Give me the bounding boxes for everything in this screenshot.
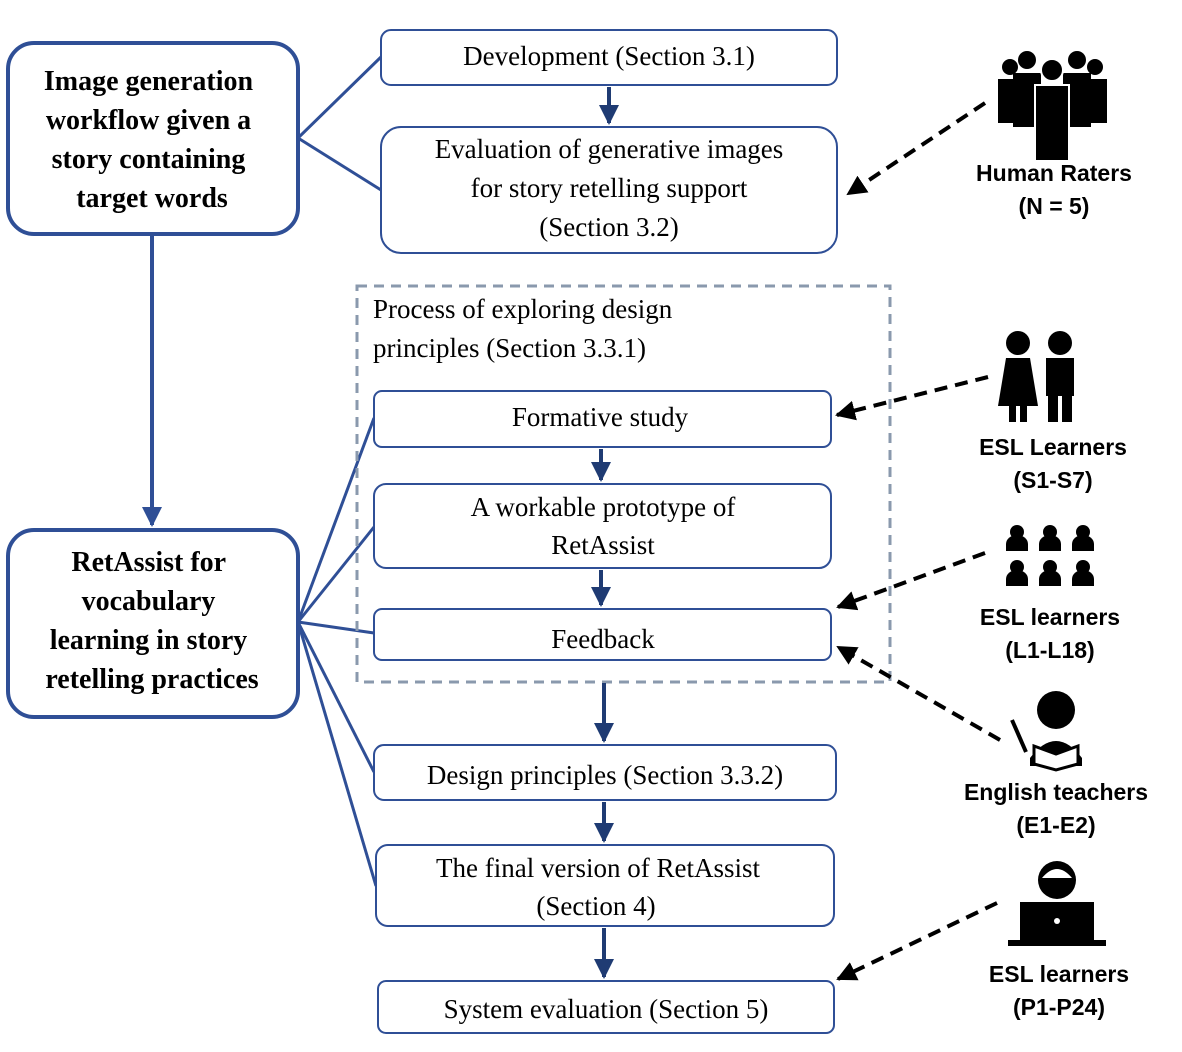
label-english-teachers: English teachers (E1-E2) [964,779,1148,838]
svg-text:for story retelling support: for story retelling support [471,173,748,203]
svg-text:The final version of RetAssist: The final version of RetAssist [436,853,760,883]
step-feedback: Feedback [373,608,832,661]
svg-text:(Section 3.2): (Section 3.2) [539,212,678,242]
step-prototype: A workable prototype of RetAssist [373,483,832,569]
svg-text:(N = 5): (N = 5) [1019,193,1090,219]
step-final-version: The final version of RetAssist (Section … [375,844,835,927]
participant-arrows [835,101,1001,981]
connector-lines [296,55,383,887]
image-workflow-box: Image generation workflow given a story … [6,41,300,236]
process-group-frame [355,284,892,684]
svg-text:ESL learners: ESL learners [989,961,1129,987]
svg-text:Evaluation of generative image: Evaluation of generative images [435,134,784,164]
retassist-box: RetAssist for vocabulary learning in sto… [6,528,300,719]
students-pair-icon [998,331,1074,422]
svg-text:(P1-P24): (P1-P24) [1013,994,1105,1020]
svg-text:A workable prototype of: A workable prototype of [471,492,736,522]
svg-text:Formative study: Formative study [512,402,689,432]
step-design-principles: Design principles (Section 3.3.2) [373,744,837,801]
label-esl-learners-s: ESL Learners (S1-S7) [979,434,1127,493]
svg-text:English teachers: English teachers [964,779,1148,805]
process-group-label: Process of exploring design principles (… [373,294,673,363]
svg-text:Image generation workflo: Image generation workflow given a story … [44,66,260,214]
label-esl-learners-l: ESL learners (L1-L18) [980,604,1120,663]
step-development: Development (Section 3.1) [380,29,838,86]
svg-text:(Section 4): (Section 4) [536,891,655,921]
svg-text:System evaluation (Section 5): System evaluation (Section 5) [444,994,769,1024]
step-formative-study: Formative study [373,390,832,448]
label-esl-learners-p: ESL learners (P1-P24) [989,961,1129,1020]
svg-text:ESL Learners: ESL Learners [979,434,1127,460]
svg-text:(S1-S7): (S1-S7) [1013,467,1092,493]
svg-text:(E1-E2): (E1-E2) [1016,812,1095,838]
svg-text:Human Raters: Human Raters [976,160,1132,186]
svg-text:RetAssist: RetAssist [551,530,655,560]
step-evaluation: Evaluation of generative images for stor… [380,126,838,254]
svg-text:Design principles (Section 3.3: Design principles (Section 3.3.2) [427,760,783,790]
step-system-evaluation: System evaluation (Section 5) [377,980,835,1034]
laptop-user-icon [1008,861,1106,946]
svg-text:Process of exploring design: Process of exploring design [373,294,673,324]
teacher-icon [1010,691,1082,772]
label-human-raters: Human Raters (N = 5) [976,160,1132,219]
svg-text:principles (Section 3.3.1): principles (Section 3.3.1) [373,333,646,363]
svg-text:Feedback: Feedback [551,624,655,654]
svg-text:RetAssist for vocabulary: RetAssist for vocabulary learning in sto… [45,547,258,695]
group-icon [1006,525,1094,586]
svg-text:Development (Section 3.1): Development (Section 3.1) [463,41,755,71]
svg-text:ESL learners: ESL learners [980,604,1120,630]
crowd-icon [998,51,1107,162]
svg-text:(L1-L18): (L1-L18) [1005,637,1094,663]
flow-arrows [591,87,619,979]
